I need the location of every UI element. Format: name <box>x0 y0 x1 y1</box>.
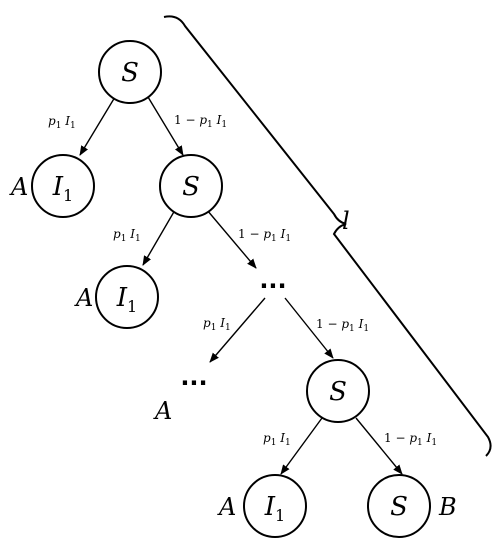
edge-label-p-2: p1 I1 <box>113 227 141 244</box>
edge-label-p-4: p1 I1 <box>263 431 291 448</box>
node-s-level4-label: S <box>390 492 408 522</box>
edge-dots-to-s3 <box>284 297 334 359</box>
edge-dots-to-left <box>209 297 266 363</box>
node-s-root-label: S <box>121 58 139 88</box>
edge-s1-to-dots <box>206 209 257 269</box>
brace-label-l: l <box>342 207 350 235</box>
node-s-level3 <box>306 359 370 423</box>
edge-s3-to-i4 <box>280 417 323 475</box>
side-label-a4: A <box>217 493 236 521</box>
node-i-level4-label: I1 <box>264 492 285 525</box>
node-i-level4 <box>243 474 307 538</box>
edge-root-to-s1 <box>147 96 184 156</box>
edge-s3-to-s4 <box>355 417 403 475</box>
ellipsis-middle: ... <box>259 266 286 294</box>
brace-l <box>163 15 492 457</box>
node-i-level1-label: I1 <box>52 172 73 205</box>
side-label-a2: A <box>74 284 93 312</box>
edge-label-q-2: 1 − p1 I1 <box>238 227 291 244</box>
edge-label-q-4: 1 − p1 I1 <box>384 431 437 448</box>
node-i-level2-label: I1 <box>116 283 137 316</box>
node-i-level2 <box>95 265 159 329</box>
edge-s1-to-i2 <box>142 209 176 266</box>
node-s-level3-label: S <box>329 377 347 407</box>
edge-label-p-1: p1 I1 <box>48 114 76 131</box>
node-s-root <box>98 40 162 104</box>
side-label-a1: A <box>9 173 28 201</box>
edge-label-q-3: 1 − p1 I1 <box>316 317 369 334</box>
node-s-level4 <box>367 474 431 538</box>
side-label-a3: A <box>153 397 172 425</box>
side-label-b: B <box>438 493 457 521</box>
node-s-level1-label: S <box>182 172 200 202</box>
edge-root-to-i1 <box>79 96 116 156</box>
node-s-level1 <box>159 154 223 218</box>
edge-label-p-3: p1 I1 <box>203 316 231 333</box>
ellipsis-left: ... <box>180 363 207 391</box>
edge-label-q-1: 1 − p1 I1 <box>174 113 227 130</box>
node-i-level1 <box>31 154 95 218</box>
